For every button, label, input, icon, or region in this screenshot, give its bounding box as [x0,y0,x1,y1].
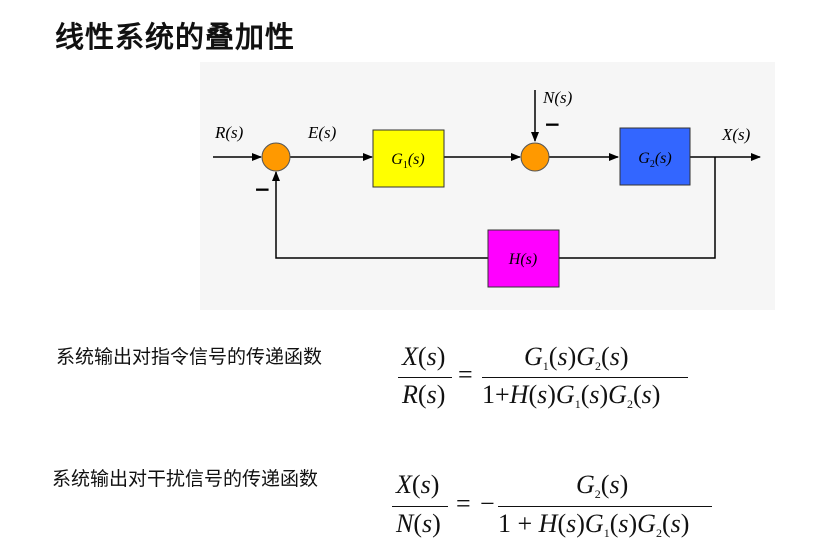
feedback-minus-sign: − [254,177,271,201]
tf2-numerator: G2(s) [576,470,629,501]
tf1-equals: = [458,360,473,389]
block-g1 [372,129,445,188]
tf1-lhs-bar [398,377,452,378]
tf1-lhs-denominator: R(s) [402,380,446,409]
feedback-path-left [272,171,488,259]
signal-label-n: N(s) [542,88,573,107]
page-title: 线性系统的叠加性 [55,20,296,54]
block-g2-label: G2(s) [638,150,671,170]
summing-junction-2 [520,142,550,172]
feedback-path-right [559,157,716,259]
tf2-fraction-bar [498,506,712,507]
tf2-denominator: 1 + H(s)G1(s)G2(s) [498,509,690,540]
block-g1-label: G1(s) [391,151,424,171]
summing-junction-1 [261,142,291,172]
tf1-label: 系统输出对指令信号的传递函数 [56,346,323,368]
tf2-lhs-denominator: N(s) [396,509,441,538]
tf2-lhs-bar [392,506,448,507]
tf1-lhs-numerator: X(s) [402,342,446,371]
block-h-label: H(s) [508,251,537,268]
tf1-denominator: 1+H(s)G1(s)G2(s) [482,380,661,411]
block-h [487,229,560,288]
tf1-fraction-bar [482,377,688,378]
block-g2 [619,127,691,186]
signal-label-x: X(s) [721,125,751,144]
tf2-equals: = [456,489,471,518]
disturbance-minus-sign: − [544,112,561,136]
tf1-equation: X(s) R(s) = G1(s)G2(s) 1+H(s)G1(s)G2(s) [396,340,696,415]
tf2-equation: X(s) N(s) = − G2(s) 1 + H(s)G1(s)G2(s) [390,470,720,548]
tf2-minus: − [480,489,495,518]
tf1-numerator: G1(s)G2(s) [524,342,629,373]
tf2-label: 系统输出对干扰信号的传递函数 [52,468,319,490]
signal-label-e: E(s) [307,123,337,142]
signal-label-r: R(s) [214,123,244,142]
tf2-lhs-numerator: X(s) [396,470,440,499]
